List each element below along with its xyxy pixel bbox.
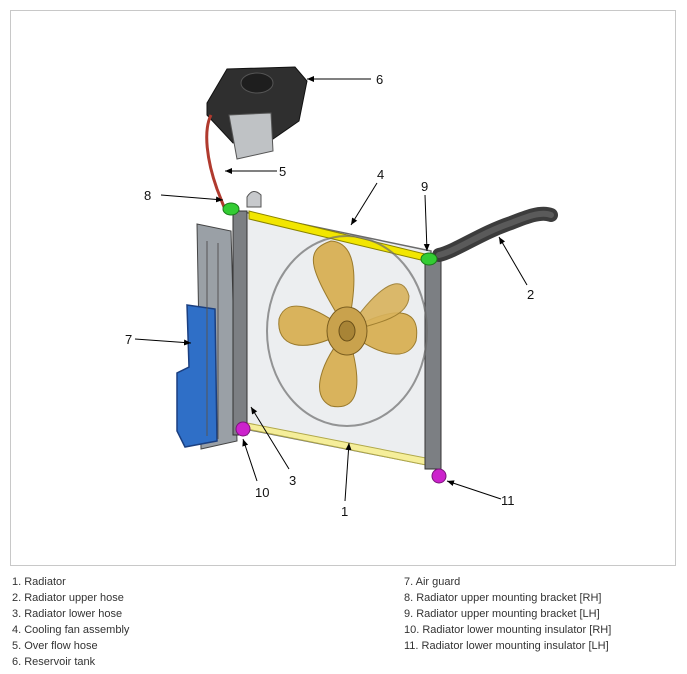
callout-3: 3 bbox=[289, 473, 296, 488]
cooling-fan-drawing bbox=[266, 235, 428, 427]
legend-item: 8. Radiator upper mounting bracket [RH] bbox=[404, 592, 602, 604]
legend-item: 6. Reservoir tank bbox=[12, 656, 96, 668]
exploded-diagram: 6 5 8 4 9 2 7 3 10 1 11 bbox=[125, 66, 558, 519]
callout-10: 10 bbox=[255, 485, 269, 500]
legend-item: 1. Radiator bbox=[12, 576, 66, 588]
legend-item: 10. Radiator lower mounting insulator [R… bbox=[404, 624, 612, 636]
callout-8: 8 bbox=[144, 188, 151, 203]
callout-7: 7 bbox=[125, 332, 132, 347]
legend-item: 11. Radiator lower mounting insulator [L… bbox=[404, 640, 609, 652]
legend-item: 7. Air guard bbox=[404, 576, 461, 588]
legend-right: 7. Air guard 8. Radiator upper mounting … bbox=[404, 574, 611, 654]
reservoir-tank-drawing bbox=[205, 66, 308, 210]
leader-lines bbox=[134, 76, 528, 502]
callout-11: 11 bbox=[501, 493, 515, 508]
legend-item: 9. Radiator upper mounting bracket [LH] bbox=[404, 608, 600, 620]
air-guard-drawing bbox=[176, 223, 238, 450]
figure-frame: 6 5 8 4 9 2 7 3 10 1 11 bbox=[10, 10, 676, 566]
callout-2: 2 bbox=[527, 287, 534, 302]
upper-hose-drawing bbox=[432, 206, 558, 262]
legend-item: 2. Radiator upper hose bbox=[12, 592, 124, 604]
mount-parts bbox=[222, 202, 447, 484]
callout-9: 9 bbox=[421, 179, 428, 194]
legend-item: 3. Radiator lower hose bbox=[12, 608, 123, 620]
callout-1: 1 bbox=[341, 504, 348, 519]
legend-item: 4. Cooling fan assembly bbox=[12, 624, 130, 636]
callout-6: 6 bbox=[376, 72, 383, 87]
callout-4: 4 bbox=[377, 167, 384, 182]
legend-left: 1. Radiator 2. Radiator upper hose 3. Ra… bbox=[12, 574, 129, 670]
callout-5: 5 bbox=[279, 164, 286, 179]
legend-item: 5. Over flow hose bbox=[12, 640, 98, 652]
